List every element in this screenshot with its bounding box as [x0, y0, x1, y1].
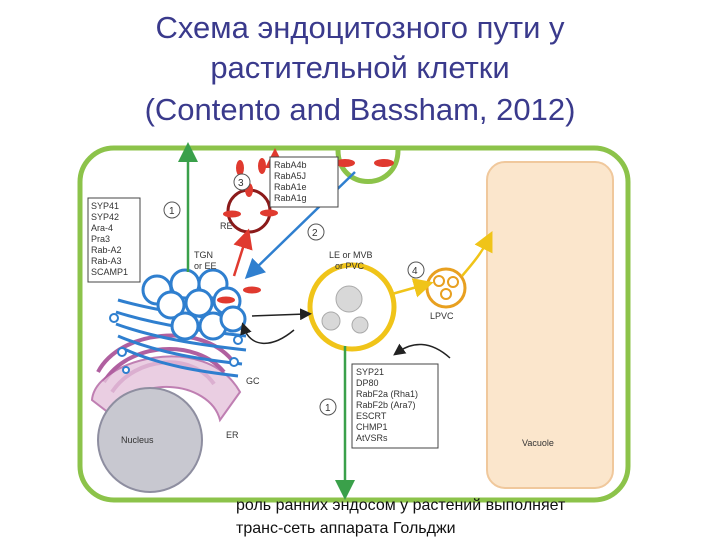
syp-box-item: Rab-A3 [91, 256, 122, 266]
tgn-label-line2: or EE [194, 261, 217, 271]
gc-label: GC [246, 376, 260, 386]
re-label: RE [220, 221, 233, 231]
tgn-label-line1: TGN [194, 250, 213, 260]
nucleus-label: Nucleus [121, 435, 154, 445]
step-3-label: 3 [238, 178, 244, 189]
le-label-line1: LE or MVB [329, 250, 373, 260]
arrow-golgi-to-mvb [251, 308, 312, 321]
rab-box-item: RabA5J [274, 171, 306, 181]
mvb-box-item: CHMP1 [356, 422, 388, 432]
tgn-early-endosome [141, 268, 247, 341]
mvb-intraluminal-vesicles [321, 285, 369, 334]
mvb-box-item: DP80 [356, 378, 379, 388]
syp-box [87, 197, 141, 283]
golgi-vesicles [109, 313, 243, 374]
mvb-box-item: AtVSRs [356, 433, 388, 443]
mvb-box-item: RabF2b (Ara7) [356, 400, 416, 410]
rab-box-item: RabA4b [274, 160, 307, 170]
mvb-box [351, 363, 439, 449]
arrow-curved-lpvc-mvb [393, 343, 451, 359]
title-line-1: Схема эндоцитозного пути у [155, 10, 565, 45]
step-markers [163, 173, 425, 416]
red-markers [217, 158, 394, 304]
arrow-yellow-to-vacuole [461, 231, 493, 277]
step-1-bottom-label: 1 [325, 403, 331, 414]
arrow-red-tgn-to-re [232, 228, 253, 277]
syp-box-item: SYP41 [91, 201, 119, 211]
step-4-label: 4 [412, 266, 418, 277]
syp-box-item: Ara-4 [91, 223, 113, 233]
le-label-line2: or PVC [335, 261, 365, 271]
vacuole [486, 161, 614, 489]
lpvc-vesicles [433, 275, 459, 300]
arrow-curved-tgn-mvb [240, 322, 295, 345]
mvb-box-item: SYP21 [356, 367, 384, 377]
syp-box-item: Rab-A2 [91, 245, 122, 255]
vacuole-label: Vacuole [522, 438, 554, 448]
syp-box-item: SCAMP1 [91, 267, 128, 277]
syp-box-item: SYP42 [91, 212, 119, 222]
rab-box [269, 156, 339, 208]
step-2-label: 2 [312, 228, 318, 239]
mvb-box-item: RabF2a (Rha1) [356, 389, 418, 399]
title-line-3: (Contento and Bassham, 2012) [144, 92, 576, 127]
syp-box-item: Pra3 [91, 234, 110, 244]
mvb-box-item: ESCRT [356, 411, 387, 421]
caption-line-2: транс-сеть аппарата Гольджи [236, 520, 456, 537]
caption-line-1: роль ранних эндосом у растений выполняет [236, 497, 566, 514]
step-1-top-label: 1 [169, 206, 175, 217]
cell-wall [77, 145, 631, 503]
lpvc-label: LPVC [430, 311, 454, 321]
title-line-2: растительной клетки [210, 50, 510, 85]
rab-box-item: RabA1e [274, 182, 307, 192]
er-label: ER [226, 430, 239, 440]
rab-box-item: RabA1g [274, 193, 307, 203]
arrow-yellow-mvb-to-lpvc [391, 278, 434, 298]
nucleus [97, 387, 203, 493]
